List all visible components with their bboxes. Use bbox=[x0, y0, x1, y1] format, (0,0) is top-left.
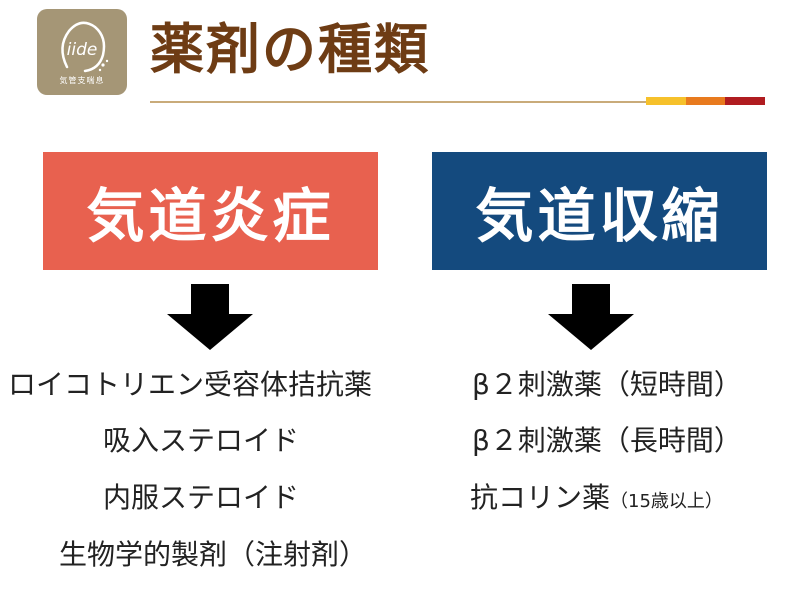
category-box-airway-inflammation: 気道炎症 bbox=[43, 152, 378, 270]
page-title: 薬剤の種類 bbox=[150, 18, 430, 81]
accent-bar-orange bbox=[686, 97, 725, 105]
accent-bar-yellow bbox=[646, 97, 686, 105]
drug-item-inhaled-steroid: 吸入ステロイド bbox=[103, 424, 300, 457]
drug-item-long-acting-beta2: β２刺激薬（長時間） bbox=[472, 424, 742, 457]
drug-item-short-acting-beta2: β２刺激薬（短時間） bbox=[472, 368, 742, 401]
logo-mark-icon: iide bbox=[61, 21, 109, 73]
logo-caption: 気管支喘息 bbox=[59, 76, 105, 85]
down-arrow-icon bbox=[167, 284, 253, 350]
category-box-airway-constriction: 気道収縮 bbox=[432, 152, 767, 270]
age-note: （15歳以上） bbox=[610, 491, 723, 512]
logo-text: iide bbox=[67, 40, 98, 60]
down-arrow-icon bbox=[548, 284, 634, 350]
drug-item-oral-steroid: 内服ステロイド bbox=[103, 481, 300, 514]
drug-item-biologic-injection: 生物学的製剤（注射剤） bbox=[59, 538, 368, 571]
accent-bar-red bbox=[725, 97, 765, 105]
title-underline bbox=[150, 101, 646, 103]
drug-item-leukotriene-antagonist: ロイコトリエン受容体拮抗薬 bbox=[8, 368, 373, 401]
logo-badge: iide 気管支喘息 bbox=[37, 9, 127, 95]
drug-item-anticholinergic: 抗コリン薬（15歳以上） bbox=[470, 478, 723, 518]
drug-item-label: 抗コリン薬 bbox=[470, 481, 611, 514]
